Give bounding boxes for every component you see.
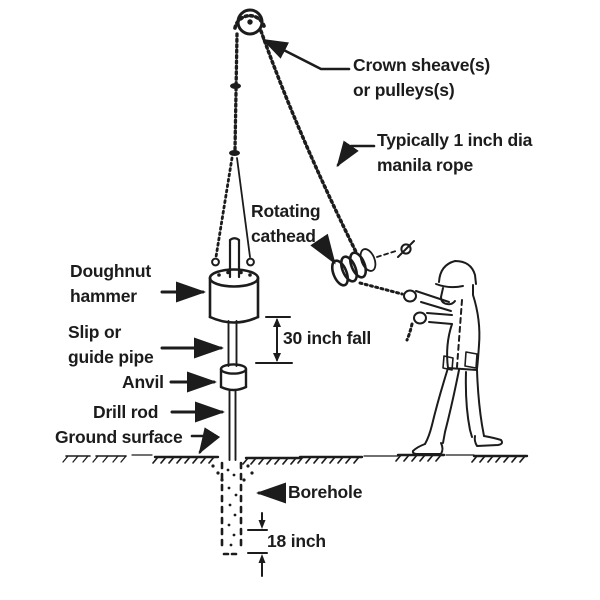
rope-bridle [211,156,255,267]
hammer-rope [229,32,241,156]
label-rotating-cathead: Rotating cathead [251,201,321,246]
leader-arrows [160,38,376,504]
drill-rod-icon [228,390,237,461]
label-slip-guide-pipe: Slip or guide pipe [68,322,154,367]
dimension-18-inch [247,512,268,577]
label-18-inch: 18 inch [267,531,326,551]
label-anvil: Anvil [122,372,164,392]
label-crown-sheave: Crown sheave(s) or pulleys(s) [353,55,491,100]
label-drill-rod: Drill rod [93,402,159,422]
label-ground-surface: Ground surface [55,427,183,447]
cathead-leader-arrow [310,233,336,265]
manila-rope-leader-arrow [336,140,376,168]
label-doughnut-hammer: Doughnut hammer [70,261,152,306]
ground-surface-line [62,453,529,465]
rotating-cathead-icon [330,240,415,287]
crown-sheave-pulley-icon [233,8,266,36]
ground-surface-leader-arrow [190,427,221,455]
crown-sheave-leader-arrow [261,38,351,71]
label-30-inch-fall: 30 inch fall [283,328,372,348]
borehole-icon [211,461,254,556]
dimension-30-inch-fall [255,316,293,364]
operator-figure [403,260,503,455]
label-borehole: Borehole [288,482,363,502]
anvil-icon [219,363,248,392]
label-manila-rope: Typically 1 inch dia manila rope [377,130,533,175]
doughnut-hammer-icon [208,237,260,324]
slip-guide-pipe-icon [227,320,238,367]
